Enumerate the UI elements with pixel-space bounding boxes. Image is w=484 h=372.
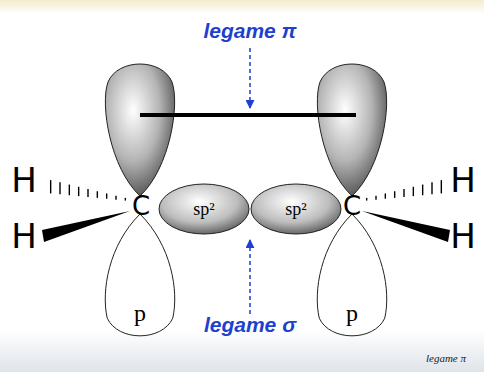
- lobe-outline: [251, 184, 341, 234]
- orbital-label: sp²: [285, 199, 306, 220]
- hashed-wedge: [367, 180, 442, 200]
- hash-stroke: [441, 180, 442, 193]
- atom-symbol: H: [11, 219, 37, 253]
- sp2-orbital-lobe: sp²: [158, 183, 250, 235]
- lobe-outline: [317, 214, 386, 336]
- sp2-orbital-lobe: sp²: [250, 183, 342, 235]
- hash-stroke: [87, 189, 88, 197]
- atom-symbol: H: [450, 163, 476, 197]
- p-lobe-upper: [317, 64, 386, 196]
- orbital-label: p: [134, 300, 146, 327]
- hash-stroke: [69, 185, 70, 196]
- hash-stroke: [413, 187, 414, 196]
- bond-label: legame π: [203, 20, 296, 41]
- pi-bond-line: [140, 113, 356, 117]
- hash-stroke: [394, 191, 395, 198]
- leader-arrow: [249, 48, 251, 108]
- hash-stroke: [431, 182, 432, 194]
- atom-symbol: H: [450, 219, 476, 253]
- bottom-band: [0, 330, 484, 372]
- hashed-wedge: [51, 180, 126, 200]
- lobe-outline: [159, 184, 249, 234]
- leader-arrow: [249, 240, 251, 314]
- hash-stroke: [403, 189, 404, 197]
- atom-symbol: H: [11, 163, 37, 197]
- hash-stroke: [366, 198, 367, 201]
- p-orbital-lobe: p: [101, 214, 179, 338]
- atom-symbol: C: [343, 193, 361, 219]
- p-orbital-lobe: p: [313, 214, 391, 338]
- hash-stroke: [385, 193, 386, 198]
- hash-stroke: [50, 180, 51, 193]
- orbital-label: sp²: [193, 199, 214, 220]
- lobe-outline: [105, 214, 174, 336]
- top-band: [0, 0, 484, 14]
- bond-label: legame σ: [204, 314, 296, 335]
- faint-note: legame π: [426, 353, 466, 364]
- hash-stroke: [125, 198, 126, 201]
- orbital-label: p: [346, 300, 358, 327]
- p-lobe-upper: [105, 64, 174, 196]
- atom-symbol: C: [132, 193, 150, 219]
- hash-stroke: [59, 182, 60, 194]
- solid-wedge: [42, 211, 130, 242]
- hash-stroke: [422, 185, 423, 196]
- hash-stroke: [375, 196, 376, 200]
- hash-stroke: [78, 187, 79, 196]
- hash-stroke: [106, 193, 107, 198]
- hash-stroke: [115, 196, 116, 200]
- hash-stroke: [97, 191, 98, 198]
- solid-wedge: [362, 211, 450, 242]
